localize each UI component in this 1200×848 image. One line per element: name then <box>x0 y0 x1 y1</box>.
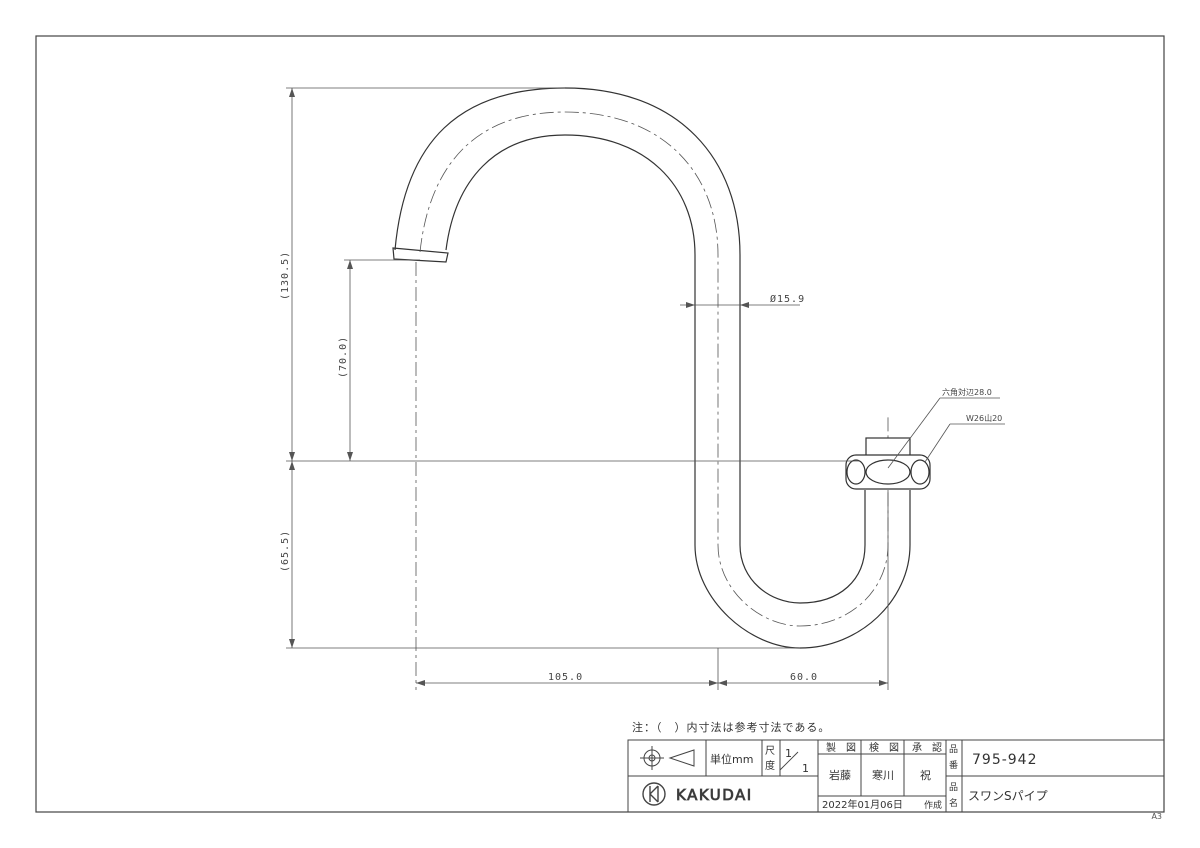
approve-by: 祝 <box>920 768 931 782</box>
dim-height-upper: (70.0) <box>338 336 349 378</box>
brand-name: KAKUDAI <box>676 786 753 804</box>
part-name-label-1: 品 <box>949 782 958 793</box>
part-no-label-2: 番 <box>949 759 958 771</box>
dim-pipe-diameter: Ø15.9 <box>770 293 805 305</box>
part-number: 795-942 <box>972 752 1038 768</box>
scale-label-2: 度 <box>765 759 775 772</box>
made-by: 岩藤 <box>829 768 851 782</box>
dim-height-total: (130.5) <box>280 251 291 300</box>
date: 2022年01月06日 <box>822 798 903 811</box>
dim-thread: W26山20 <box>966 413 1002 423</box>
check-label: 検 図 <box>869 741 899 754</box>
made-label: 製 図 <box>826 741 856 754</box>
kakudai-logo-icon <box>642 782 666 806</box>
title-block <box>627 739 1165 813</box>
check-by: 寒川 <box>872 768 894 782</box>
center-lines <box>415 111 889 690</box>
hex-nut-fitting <box>845 437 931 490</box>
unit-label: 単位mm <box>710 752 753 766</box>
approve-label: 承 認 <box>912 741 942 754</box>
reference-note: 注：（ ）内寸法は参考寸法である。 <box>632 721 831 734</box>
dimension-arrows <box>289 88 888 686</box>
created-label: 作成 <box>924 799 942 811</box>
projection-symbol-icon <box>640 746 695 770</box>
drawing-frame <box>35 35 1165 813</box>
dim-hex-size: 六角対辺28.0 <box>942 387 992 397</box>
part-name-label-2: 名 <box>949 797 958 809</box>
s-pipe-drawing <box>392 87 911 649</box>
part-name: スワンSパイプ <box>968 789 1048 803</box>
dim-width-left: 105.0 <box>548 672 583 683</box>
scale-numerator: 1 <box>785 747 792 760</box>
scale-label-1: 尺 <box>765 745 775 757</box>
dim-width-right: 60.0 <box>790 672 818 683</box>
sheet-size-label: A3 <box>1151 812 1162 821</box>
part-no-label-1: 品 <box>949 744 958 755</box>
dim-height-lower: (65.5) <box>280 530 291 572</box>
dimension-lines <box>286 87 1005 690</box>
scale-denominator: 1 <box>802 762 809 775</box>
